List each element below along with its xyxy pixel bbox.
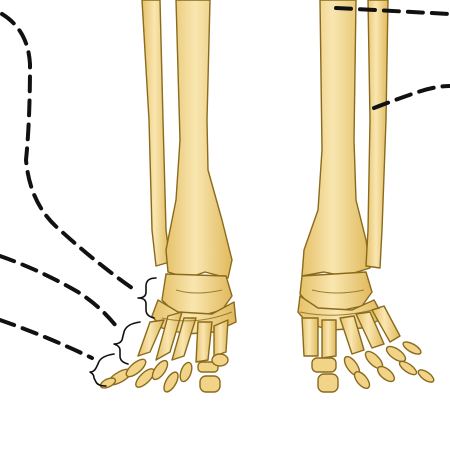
right-fibula — [365, 0, 389, 269]
right-leg — [297, 0, 435, 393]
bracket-tarsals — [137, 277, 157, 319]
bracket-metatarsals — [113, 321, 141, 365]
leader-lines — [0, 6, 450, 360]
left-tibia — [165, 0, 233, 279]
left-metatarsals — [137, 311, 229, 363]
leader-line-right-lower — [372, 84, 450, 110]
left-leg — [99, 0, 237, 393]
leader-line-left-middle — [0, 254, 118, 328]
brackets — [89, 277, 157, 387]
left-fibula — [141, 0, 171, 267]
leader-line-left-lower — [0, 318, 94, 360]
right-phalanges — [311, 341, 435, 393]
right-talus — [299, 271, 373, 313]
leader-line-left-upper — [0, 12, 134, 290]
left-talus — [161, 273, 233, 317]
leader-line-right-upper — [334, 6, 450, 16]
right-tibia — [301, 0, 371, 277]
right-metatarsals — [301, 305, 401, 359]
bracket-phalanges — [89, 353, 115, 387]
